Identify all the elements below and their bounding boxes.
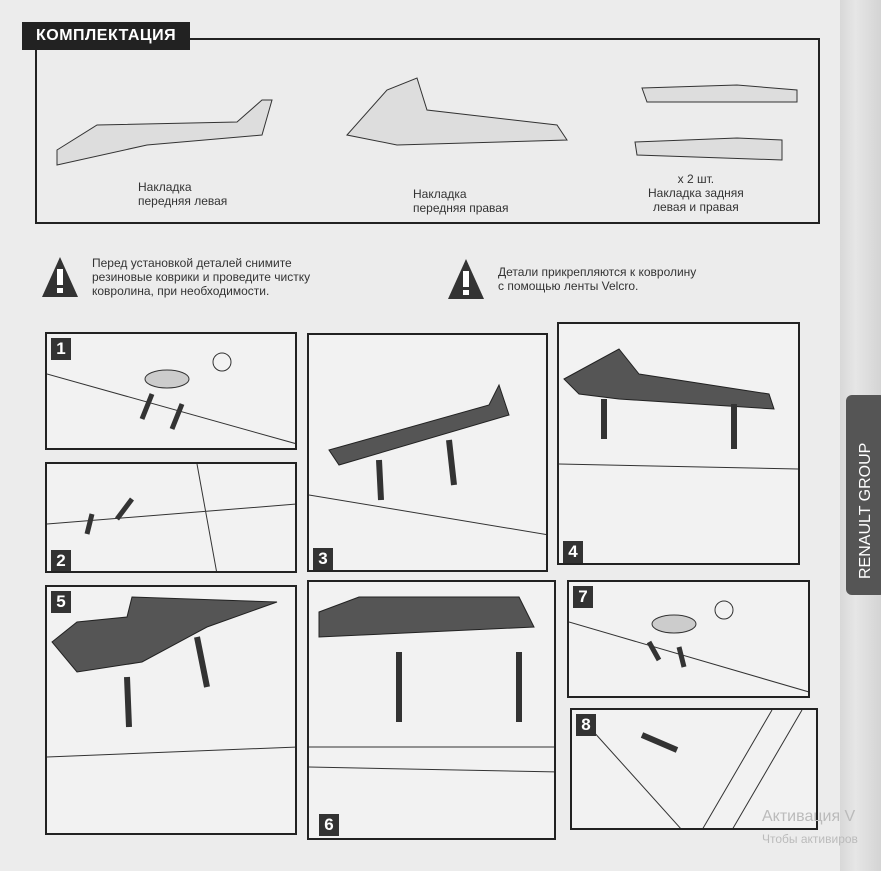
warning-icon [42,257,78,297]
step-7-panel: 7 [567,580,810,698]
step-number: 1 [51,338,71,360]
warning-icon [448,259,484,299]
step-illustration [309,596,554,773]
step-illustration [559,348,798,470]
step-illustration [569,600,808,693]
step-illustration [47,596,295,758]
kit-contents-box [35,38,820,224]
step-illustration [309,383,546,536]
step-3-panel: 3 [307,333,548,572]
activation-watermark-sub: Чтобы активиров [762,832,858,846]
parts-illustration [56,77,798,166]
step-number: 5 [51,591,71,613]
step-number: 4 [563,541,583,563]
activation-watermark: Активация V [762,808,856,825]
step-5-panel: 5 [45,585,297,835]
step-6-panel: 6 [307,580,556,840]
kit-title: КОМПЛЕКТАЦИЯ [22,22,191,50]
step-1-panel: 1 [45,332,297,450]
step-illustration [591,710,803,828]
tag-text: RENAULT GROUP [857,442,874,579]
step-illustration [47,464,295,571]
step-number: 8 [576,714,596,736]
step-number: 3 [313,548,333,570]
renault-group-tag: RENAULT GROUP [846,395,881,595]
step-4-panel: 4 [557,322,800,565]
step-8-panel: 8 [570,708,818,830]
step-number: 7 [573,586,593,608]
step-illustration [47,352,295,444]
step-number: 6 [319,814,339,836]
step-2-panel: 2 [45,462,297,573]
step-number: 2 [51,550,71,571]
